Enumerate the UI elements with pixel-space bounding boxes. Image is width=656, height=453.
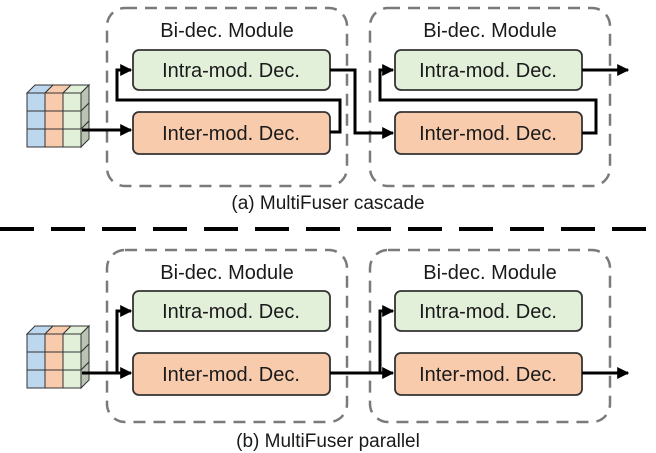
- cube-front-cell: [44, 110, 64, 130]
- parallel-intra-dec-1: [132, 290, 331, 332]
- cube-front-cell: [62, 92, 82, 112]
- parallel-module-1-title: Bi-dec. Module: [160, 262, 293, 284]
- cube-front-cell: [62, 128, 82, 148]
- cube-front-cell: [26, 92, 46, 112]
- cascade-inter1-to-intra1-arrow: [115, 64, 342, 134]
- parallel-diagram: Bi-dec. Module Bi-dec. Module Intra-mod.…: [25, 248, 630, 452]
- cube-front-cell: [26, 110, 46, 130]
- cube-front-cell: [44, 333, 64, 353]
- parallel-module-2-frame: [368, 248, 612, 424]
- parallel-inter1-to-intra2-arrow: [378, 305, 395, 373]
- cube-front-cell: [26, 128, 46, 148]
- cascade-module-1-frame: [105, 6, 349, 188]
- parallel-caption: (b) MultiFuser parallel: [236, 431, 420, 452]
- cascade-intra1-to-inter2-arrow: [330, 68, 395, 139]
- parallel-module-1-frame: [105, 248, 349, 424]
- parallel-inter-dec-2-label: Inter-mod. Dec.: [419, 364, 557, 386]
- cube-front-cell: [62, 110, 82, 130]
- cascade-inter-dec-1-label: Inter-mod. Dec.: [162, 123, 300, 145]
- parallel-inter-dec-1-label: Inter-mod. Dec.: [162, 364, 300, 386]
- parallel-intra-dec-1-label: Intra-mod. Dec.: [162, 301, 300, 323]
- cascade-input-tensor: [25, 83, 91, 149]
- cascade-caption: (a) MultiFuser cascade: [231, 193, 424, 214]
- parallel-input-tensor: [25, 324, 91, 390]
- cascade-module-2-frame: [368, 6, 612, 188]
- cube-front-cell: [26, 369, 46, 389]
- cube-front-cell: [44, 92, 64, 112]
- cascade-diagram: Bi-dec. Module Bi-dec. Module Intra-mod.…: [25, 6, 630, 214]
- cascade-inter-dec-2-label: Inter-mod. Dec.: [419, 123, 557, 145]
- cube-front-cell: [44, 128, 64, 148]
- cascade-module-1-title: Bi-dec. Module: [160, 20, 293, 42]
- cascade-module-2-title: Bi-dec. Module: [423, 20, 556, 42]
- cascade-intra-dec-2-label: Intra-mod. Dec.: [419, 60, 557, 82]
- cube-front-cell: [44, 351, 64, 371]
- parallel-intra-dec-2: [394, 290, 583, 332]
- parallel-input-to-intra1-arrow: [115, 305, 133, 373]
- cube-front-cell: [26, 333, 46, 353]
- cube-front-cell: [62, 333, 82, 353]
- parallel-intra-dec-2-label: Intra-mod. Dec.: [419, 301, 557, 323]
- cube-front-cell: [62, 351, 82, 371]
- cube-front-cell: [44, 369, 64, 389]
- cascade-intra-dec-1-label: Intra-mod. Dec.: [162, 60, 300, 82]
- cube-front-cell: [62, 369, 82, 389]
- parallel-module-2-title: Bi-dec. Module: [423, 262, 556, 284]
- cascade-inter2-to-intra2-arrow: [378, 64, 598, 135]
- cube-front-cell: [26, 351, 46, 371]
